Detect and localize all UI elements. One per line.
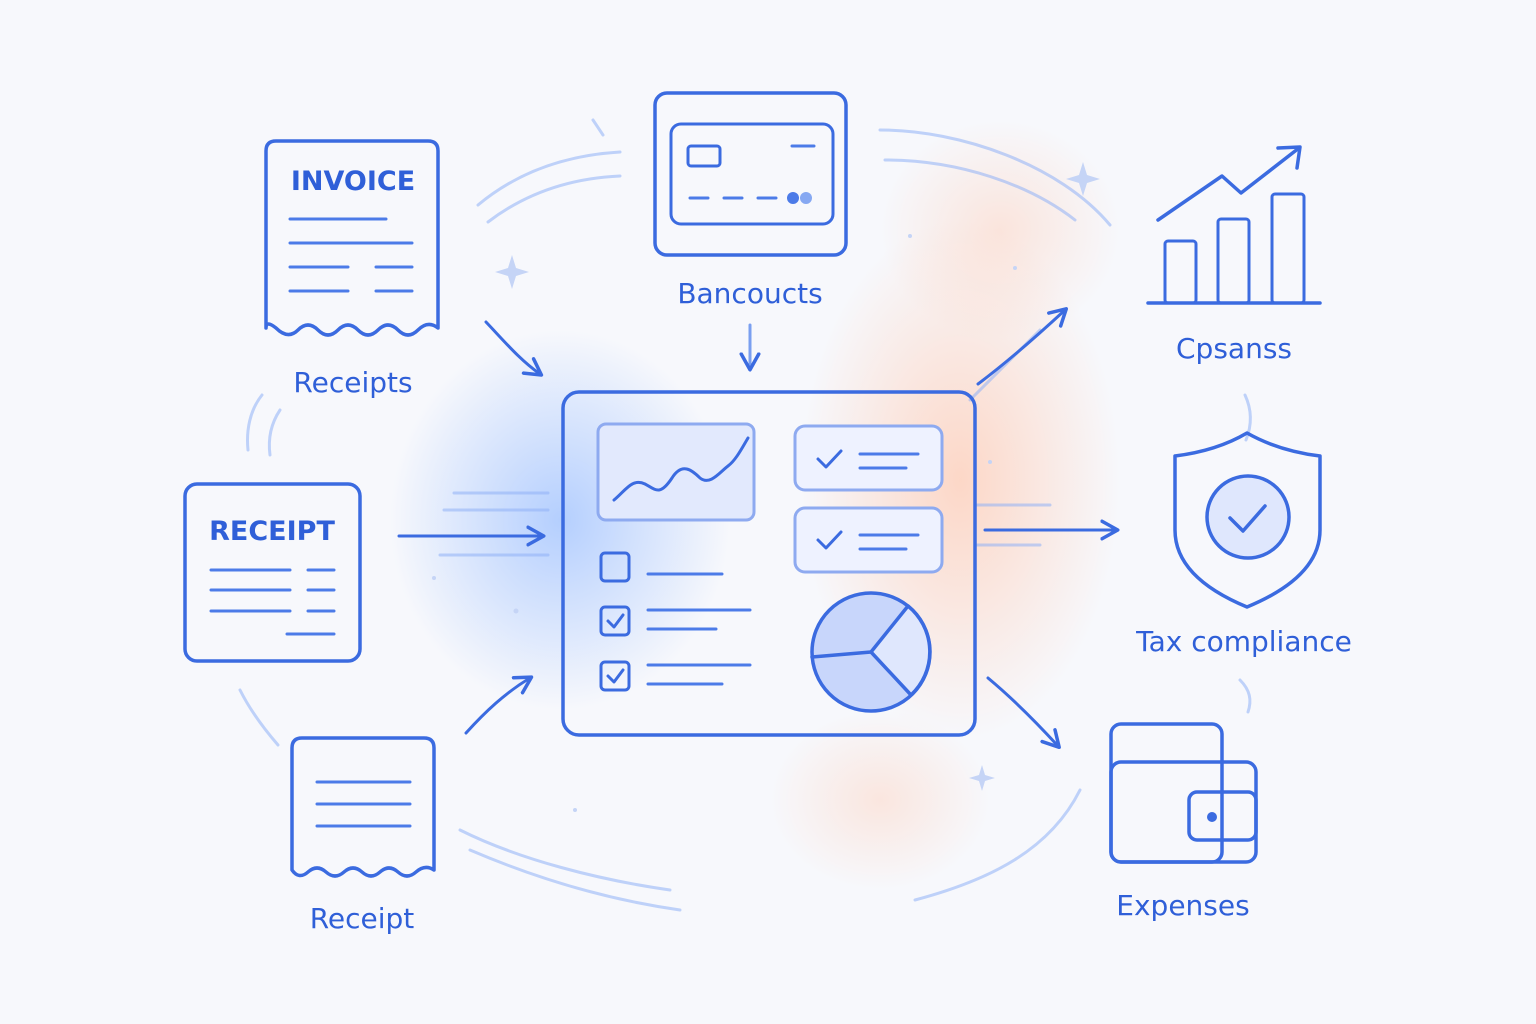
shield-check-icon <box>1173 431 1322 609</box>
bank-card-icon <box>653 91 848 257</box>
tax-node: Tax compliance <box>1135 431 1352 658</box>
check-card <box>793 424 944 492</box>
receipt-middle-node: RECEIPT <box>183 482 362 663</box>
arrow-dashboard-to-expenses <box>986 676 1061 750</box>
dashboard-icon <box>561 390 977 737</box>
pie-chart-icon <box>810 591 932 713</box>
checkbox-icon <box>599 551 631 583</box>
growth-label: Cpsanss <box>1176 332 1292 365</box>
checkbox-list <box>599 551 752 692</box>
checkbox-icon <box>599 660 631 692</box>
dashboard-node <box>561 390 977 737</box>
arrow-dashboard-to-growth <box>976 307 1069 386</box>
growth-node: Cpsanss <box>1146 145 1322 365</box>
arrow-receipt-bottom-to-dashboard <box>464 675 534 735</box>
arrow-invoice-to-dashboard <box>484 320 544 377</box>
expenses-label: Expenses <box>1116 889 1249 922</box>
sparkles <box>432 162 1100 812</box>
receipt-icon: RECEIPT <box>183 482 362 663</box>
bar-chart-growth-icon <box>1146 145 1322 305</box>
tax-label: Tax compliance <box>1135 625 1352 658</box>
line-chart-icon <box>596 422 756 522</box>
invoice-label: Receipts <box>293 366 412 399</box>
invoice-icon: INVOICE <box>264 139 440 337</box>
check-card <box>793 506 944 574</box>
bank-label: Bancoucts <box>677 277 822 310</box>
receipt-middle-title: RECEIPT <box>209 516 335 547</box>
bank-node: Bancoucts <box>653 91 848 310</box>
receipt-icon <box>290 736 436 878</box>
invoice-node: INVOICE Receipts <box>264 139 440 399</box>
wallet-icon <box>1109 722 1258 864</box>
receipt-bottom-label: Receipt <box>310 902 415 935</box>
receipt-bottom-node: Receipt <box>290 736 436 935</box>
flow-arrows <box>397 307 1120 750</box>
expenses-node: Expenses <box>1109 722 1258 922</box>
checkbox-icon <box>599 605 631 637</box>
invoice-title: INVOICE <box>291 166 415 197</box>
